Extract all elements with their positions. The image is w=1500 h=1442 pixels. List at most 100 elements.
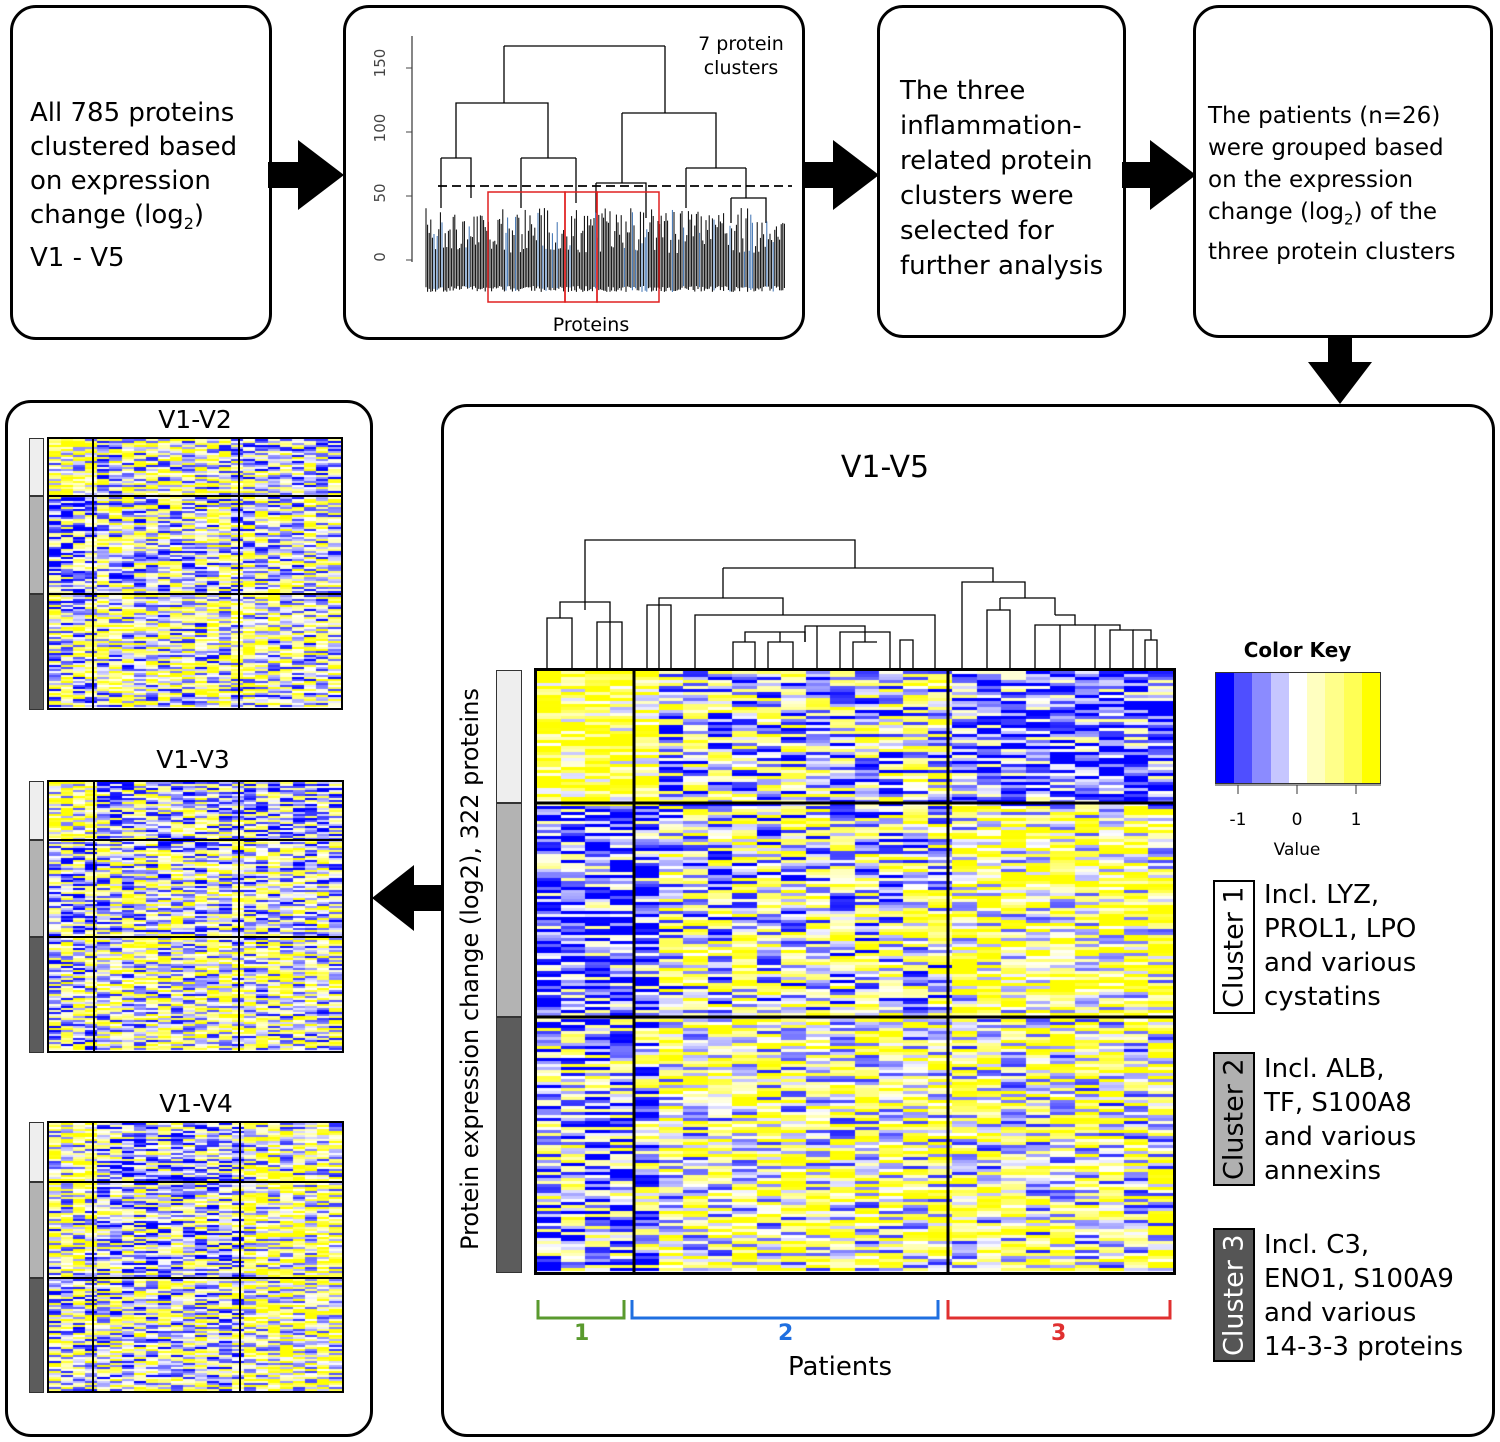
step1-line: clustered based — [30, 132, 238, 162]
group-2-label: 2 — [778, 1321, 794, 1346]
side-sidebar-v1v3-3 — [29, 937, 44, 1053]
side-sidebar-v1v2-2 — [29, 496, 44, 594]
side-heatmap-v1v2 — [47, 437, 343, 710]
main-heatmap-canvas — [537, 671, 1173, 1272]
step1-line: on expression — [30, 166, 211, 196]
arrow-right-1 — [268, 140, 344, 210]
color-key-tick-0: 0 — [1291, 810, 1303, 830]
side-heatmap-v1v4-canvas — [49, 1123, 342, 1391]
color-key-value-label: Value — [1273, 840, 1321, 860]
step1-line-part: change (log — [30, 200, 184, 230]
group-3-label: 3 — [1051, 1321, 1067, 1346]
side-title-v1v4: V1-V4 — [159, 1089, 233, 1118]
side-sidebar-v1v2-3 — [29, 594, 44, 710]
protein-dendrogram — [406, 36, 792, 303]
arrow-down — [1308, 336, 1372, 404]
side-title-v1v3: V1-V3 — [156, 745, 230, 774]
annotation-line: clusters — [703, 57, 779, 79]
cluster-1-desc: Incl. LYZ, PROL1, LPO and various cystat… — [1264, 878, 1416, 1014]
arrow-right-2 — [803, 140, 879, 210]
cluster-desc-line: PROL1, LPO — [1264, 914, 1417, 944]
side-heatmap-v1v4 — [47, 1121, 344, 1393]
step3-line: The three — [900, 76, 1026, 106]
step3-line: clusters were — [900, 181, 1074, 211]
side-sidebar-v1v3-1 — [29, 781, 44, 840]
main-ylabel: Protein expression change (log2), 322 pr… — [456, 688, 484, 1250]
step3-box: The three inflammation- related protein … — [877, 5, 1126, 338]
color-key-gradient — [1215, 672, 1381, 784]
step4-line: The patients (n=26) — [1208, 103, 1441, 129]
annotation-line: 7 protein — [698, 33, 784, 55]
clusters-annotation: 7 protein clusters — [686, 32, 796, 80]
cluster-desc-line: 14-3-3 proteins — [1264, 1332, 1464, 1362]
y-tick-150: 150 — [371, 48, 389, 78]
side-sidebar-v1v4-1 — [29, 1122, 44, 1182]
cluster-desc-line: and various — [1264, 1122, 1417, 1152]
step1-line-part: ) — [193, 200, 205, 230]
step4-line: were grouped based — [1208, 135, 1444, 161]
step4-line: three protein clusters — [1208, 238, 1456, 265]
proteins-axis-label: Proteins — [552, 314, 630, 336]
main-title: V1-V5 — [840, 450, 930, 485]
main-heatmap-grid — [534, 668, 1176, 1275]
y-tick-100: 100 — [371, 113, 389, 143]
step2-box: 150 100 50 0 7 protein clusters Proteins — [343, 5, 805, 340]
step3-line: inflammation- — [900, 111, 1082, 141]
side-grid-v1v4 — [47, 1121, 344, 1393]
side-heatmap-v1v3 — [47, 780, 344, 1053]
cluster-desc-line: Incl. ALB, — [1264, 1054, 1385, 1084]
step4-line-part: ) of the — [1353, 199, 1438, 225]
patient-group-brackets — [536, 1300, 1172, 1320]
group-1-label: 1 — [574, 1321, 590, 1346]
cluster-sidebar-1 — [496, 670, 522, 803]
step3-text: The three inflammation- related protein … — [900, 74, 1130, 284]
cluster-desc-line: and various — [1264, 948, 1417, 978]
arrow-left — [372, 865, 442, 931]
step4-text: The patients (n=26) were grouped based o… — [1208, 100, 1493, 268]
step4-line: change (log2) of the — [1208, 196, 1493, 236]
color-key-title: Color Key — [1243, 638, 1352, 662]
main-heatmap — [534, 668, 1176, 1275]
cluster-2-desc: Incl. ALB, TF, S100A8 and various annexi… — [1264, 1052, 1416, 1188]
step1-text: All 785 proteins clustered based on expr… — [30, 96, 270, 275]
arrow-right-3 — [1122, 140, 1196, 210]
cluster-sidebar-2 — [496, 803, 522, 1017]
cluster-desc-line: Incl. LYZ, — [1264, 880, 1380, 910]
side-heatmap-v1v3-canvas — [49, 782, 342, 1051]
step4-box: The patients (n=26) were grouped based o… — [1193, 5, 1493, 338]
color-key-tick-neg1: -1 — [1229, 810, 1247, 830]
step3-line: related protein — [900, 146, 1093, 176]
cluster-2-label: Cluster 2 — [1213, 1052, 1255, 1186]
side-sidebar-v1v4-3 — [29, 1278, 44, 1393]
color-key-axis — [1215, 784, 1381, 794]
step4-line: on the expression — [1208, 167, 1414, 193]
cluster-desc-line: annexins — [1264, 1156, 1382, 1186]
cluster-desc-line: Incl. C3, — [1264, 1230, 1370, 1260]
cluster-desc-line: ENO1, S100A9 — [1264, 1264, 1454, 1294]
color-key-tick-1: 1 — [1350, 810, 1362, 830]
step1-box: All 785 proteins clustered based on expr… — [10, 5, 272, 340]
step3-line: further analysis — [900, 251, 1104, 281]
step1-line: All 785 proteins — [30, 98, 235, 128]
side-sidebar-v1v3-2 — [29, 840, 44, 937]
side-sidebar-v1v4-2 — [29, 1182, 44, 1278]
step1-line: change (log2) — [30, 198, 270, 241]
side-grid-v1v3 — [47, 780, 344, 1053]
log-subscript: 2 — [183, 214, 194, 234]
cluster-3-label: Cluster 3 — [1213, 1228, 1255, 1362]
cluster-sidebar-3 — [496, 1017, 522, 1273]
side-title-v1v2: V1-V2 — [158, 405, 232, 434]
step3-line: selected for — [900, 216, 1054, 246]
main-xlabel: Patients — [787, 1352, 893, 1382]
cluster-desc-line: cystatins — [1264, 982, 1381, 1012]
cluster-desc-line: TF, S100A8 — [1264, 1088, 1412, 1118]
y-tick-50: 50 — [371, 183, 389, 203]
cluster-3-desc: Incl. C3, ENO1, S100A9 and various 14-3-… — [1264, 1228, 1463, 1364]
step1-line: V1 - V5 — [30, 243, 125, 274]
step4-line-part: change (log — [1208, 199, 1344, 225]
side-grid-v1v2 — [47, 437, 343, 710]
cluster-1-label: Cluster 1 — [1213, 880, 1255, 1014]
side-heatmap-v1v2-canvas — [49, 439, 341, 708]
patient-dendrogram — [546, 539, 1158, 670]
log-subscript: 2 — [1344, 210, 1354, 229]
